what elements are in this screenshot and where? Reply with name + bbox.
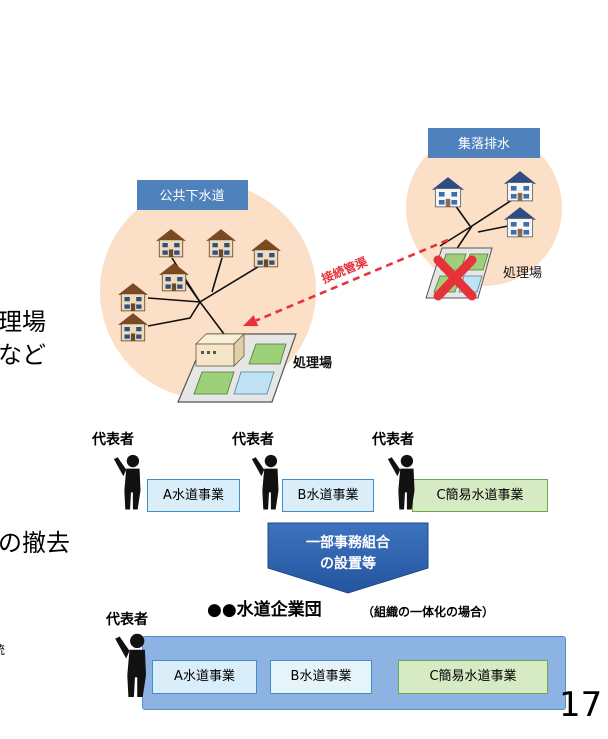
treatment-plant-icon (425, 247, 493, 299)
public-sewer-area (100, 183, 316, 399)
representative-icon (387, 454, 415, 510)
house-icon (503, 206, 537, 238)
representative-icon (113, 454, 141, 510)
left-text-fragment: など (0, 341, 46, 369)
business-box-c: C簡易水道事業 (412, 479, 548, 512)
treatment-plant-icon (177, 333, 297, 403)
transition-line1: 一部事務組合 (306, 534, 391, 551)
representative-label: 代表者 (232, 432, 274, 448)
transition-line2: の設置等 (320, 555, 376, 572)
connection-pipe-label: 接続管渠 (319, 254, 369, 286)
business-box-b: B水道事業 (282, 479, 374, 512)
house-icon (503, 170, 537, 202)
public-sewer-label-box (137, 180, 248, 210)
representative-label: 代表者 (106, 612, 148, 628)
business-box-a: A水道事業 (147, 479, 240, 512)
house-icon (155, 228, 187, 258)
house-icon (431, 176, 465, 208)
house-icon (117, 282, 149, 312)
enterprise-business-c: C簡易水道事業 (398, 660, 548, 694)
cross-mark-icon (433, 255, 477, 301)
enterprise-business-b: B水道事業 (270, 660, 372, 694)
sewer-plant-label: 処理場 (292, 355, 332, 371)
village-drainage-label: 集落排水 (458, 136, 510, 152)
village-plant-label: 処理場 (503, 266, 542, 281)
village-drainage-area (406, 130, 562, 286)
representative-label: 代表者 (372, 432, 414, 448)
left-text-fragment: 統 (0, 643, 5, 657)
house-icon (205, 228, 237, 258)
village-drainage-label-box (428, 128, 540, 158)
house-icon (158, 262, 190, 292)
page-number: 17 (559, 685, 603, 725)
representative-icon (251, 454, 279, 510)
left-text-fragment: の撤去 (0, 529, 70, 557)
house-icon (250, 238, 282, 268)
enterprise-title: ●●水道企業団 (207, 600, 322, 620)
enterprise-business-a: A水道事業 (152, 660, 257, 694)
public-sewer-label: 公共下水道 (159, 189, 224, 204)
representative-label: 代表者 (92, 432, 134, 448)
connection-pipe-arrow (243, 238, 449, 327)
house-icon (117, 312, 149, 342)
left-text-fragment: 理場 (0, 308, 46, 336)
enterprise-note: （組織の一体化の場合） (362, 605, 495, 619)
village-pipe-network (439, 199, 513, 251)
sewer-pipe-network (147, 257, 267, 335)
transition-arrow (267, 522, 429, 594)
